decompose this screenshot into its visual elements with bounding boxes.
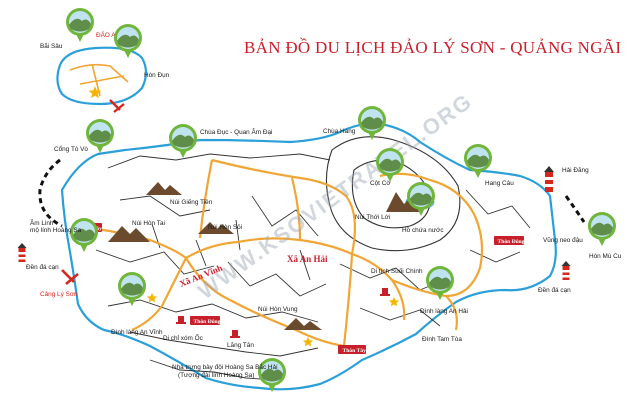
mountain-icons: [108, 182, 420, 330]
svg-text:Thôn Tây: Thôn Tây: [343, 348, 367, 354]
village-tag-thon-dong-south: Thôn Đông: [190, 316, 221, 325]
label-cot-co: Cột Cờ: [370, 180, 391, 187]
temple-icon: [176, 316, 186, 324]
label-nui-thoi-loi: Núi Thới Lới: [355, 214, 390, 221]
sea-route-west: [38, 158, 63, 228]
sea-route-east: [564, 195, 586, 223]
label-di-chi-xom-oc: Di chỉ xóm Ốc: [163, 332, 204, 342]
label-am-linh: Âm Linh: [30, 218, 54, 227]
star-icon: [146, 293, 158, 303]
main-roads: [89, 158, 484, 348]
label-dinh-lang-an-vinh: Đình làng An Vĩnh: [111, 329, 163, 336]
pin-nha-trung-bay-icon: [258, 358, 286, 392]
pin-hon-mu-cu-icon: [588, 212, 616, 246]
label-hon-mu-cu: Hòn Mù Cu: [589, 253, 622, 260]
pin-cong-to-vo-icon: [86, 119, 114, 153]
minor-roads: [95, 153, 531, 381]
label-vung-neo-dau: Vũng neo đậu: [543, 237, 583, 244]
an-binh-island: ĐẢO AN BÌNH Bãi Sâu Hòn Đụn: [40, 30, 170, 113]
label-cong-to-vo: Cổng Tò Vò: [54, 145, 88, 153]
label-tuong-dai-linh-hoang-sa: (Tượng đài lính Hoàng Sa): [178, 372, 254, 379]
pin-hon-dun-icon: [114, 24, 142, 58]
mountain-icon: [198, 222, 234, 234]
lighthouse-icon: [544, 166, 554, 192]
mountain-icon: [386, 192, 420, 212]
svg-text:Thôn Đông: Thôn Đông: [498, 239, 525, 245]
label-nha-trung-bay: Nhà trưng bày đội Hoàng Sa Bắc Hải: [172, 362, 278, 371]
photo-pins: [66, 8, 616, 392]
pin-chua-hang-icon: [358, 106, 386, 140]
star-icon: [88, 86, 102, 99]
monument-icons: [176, 288, 390, 338]
label-dinh-tam-toa: Đình Tam Tòa: [422, 336, 462, 343]
label-di-tich-suoi-chinh: Di tích Suối Chình: [371, 266, 423, 275]
temple-icon: [230, 330, 240, 338]
label-hang-cau: Hang Câu: [485, 180, 514, 187]
label-nui-hon-soi: Núi Hòn Sỏi: [208, 223, 242, 231]
label-nui-hon-vung: Núi Hòn Vung: [258, 306, 298, 313]
mountain-icon: [146, 182, 182, 195]
village-tag-thon-tay-south: Thôn Tây: [338, 345, 366, 354]
label-nui-gieng-tien: Núi Giếng Tiền: [170, 197, 213, 206]
label-hai-dang: Hải Đăng: [562, 167, 589, 174]
label-ho-chua-nuoc: Hồ chứa nước: [402, 225, 444, 234]
label-bai-sau: Bãi Sâu: [40, 43, 63, 50]
ferry-pier-icon: [109, 99, 125, 113]
label-chua-hang: Chùa Hang: [323, 128, 356, 135]
pin-cot-co-icon: [376, 148, 404, 182]
pin-hang-cau-icon: [464, 144, 492, 178]
label-cang-ly-son: Cảng Lý Sơn: [40, 291, 78, 298]
pin-dinh-an-vinh-icon: [118, 272, 146, 306]
label-dinh-lang-an-hai: Đình làng An Hải: [420, 308, 468, 315]
an-binh-coastline: [56, 46, 148, 106]
svg-text:Thôn Đông: Thôn Đông: [194, 319, 221, 325]
village-tag-thon-dong-east: Thôn Đông: [494, 236, 525, 245]
port-pier-icon: [61, 269, 79, 285]
mountain-icon: [284, 318, 322, 330]
star-icon: [388, 297, 400, 307]
pin-chua-duc-icon: [169, 124, 197, 158]
label-nui-hon-tai: Núi Hòn Tai: [132, 220, 165, 227]
lighthouse-icon: [17, 243, 27, 262]
label-den-da-can-west: Đền đá cạn: [26, 262, 59, 271]
label-hon-dun: Hòn Đụn: [144, 72, 170, 79]
pin-am-linh-icon: [70, 218, 98, 252]
mountain-icon: [108, 226, 150, 242]
pin-an-binh-icon: [66, 8, 94, 42]
label-chua-duc: Chùa Đục - Quan Âm Đại: [200, 127, 272, 136]
label-lang-tan: Lăng Tân: [227, 342, 254, 349]
attraction-stars: [146, 293, 400, 347]
pin-suoi-chinh-icon: [426, 266, 454, 300]
lighthouse-icon: [561, 261, 571, 280]
label-mo-linh-hoang-sa: mộ lính Hoàng Sa: [30, 227, 82, 234]
temple-icon: [380, 288, 390, 296]
lighthouse-icons: [17, 166, 571, 280]
commune-an-hai: Xã An Hải: [287, 254, 328, 264]
star-icon: [302, 337, 314, 347]
label-den-da-can-east: Đền đá cạn: [538, 285, 571, 294]
map-title: BẢN ĐỒ DU LỊCH ĐẢO LÝ SƠN - QUẢNG NGÃI: [244, 38, 621, 57]
pin-ho-chua-nuoc-icon: [407, 182, 435, 216]
